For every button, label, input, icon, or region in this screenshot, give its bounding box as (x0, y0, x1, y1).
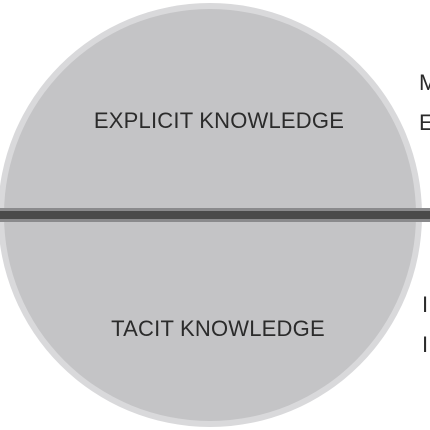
right-text-fragment-1: M (419, 70, 430, 95)
tacit-knowledge-label: TACIT KNOWLEDGE (111, 316, 325, 341)
explicit-knowledge-label: EXPLICIT KNOWLEDGE (93, 108, 345, 133)
right-text-fragment-2: E (419, 110, 430, 135)
divider-line (0, 211, 430, 219)
right-text-fragment-3: I (422, 292, 429, 317)
right-text-fragment-4: I (422, 332, 429, 357)
